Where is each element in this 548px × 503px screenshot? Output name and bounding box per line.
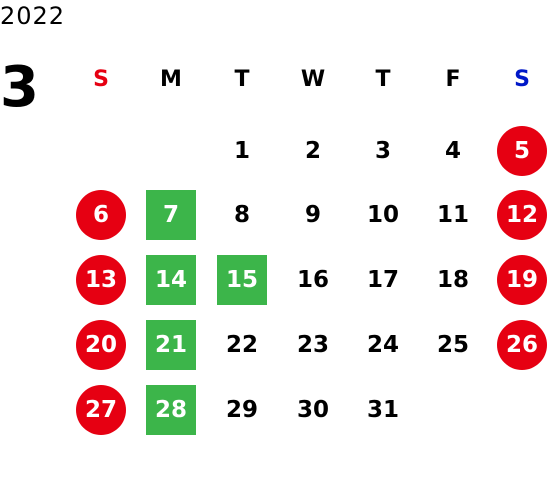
calendar-year: 2022 bbox=[0, 2, 66, 30]
day-23: 23 bbox=[296, 332, 329, 358]
holiday-circle-marker bbox=[76, 190, 126, 240]
day-16: 16 bbox=[296, 267, 329, 293]
day-28: 28 bbox=[154, 397, 187, 423]
day-29: 29 bbox=[225, 397, 258, 423]
day-31: 31 bbox=[366, 397, 399, 423]
day-19: 19 bbox=[505, 267, 538, 293]
day-5: 5 bbox=[513, 138, 530, 164]
day-20: 20 bbox=[84, 332, 117, 358]
day-11: 11 bbox=[436, 202, 469, 228]
holiday-circle-marker bbox=[497, 320, 547, 370]
day-21: 21 bbox=[154, 332, 187, 358]
weekday-label-saturday: S bbox=[514, 67, 530, 92]
day-2: 2 bbox=[304, 138, 321, 164]
day-15: 15 bbox=[225, 267, 258, 293]
weekday-label-thursday: T bbox=[375, 67, 391, 92]
holiday-circle-marker bbox=[76, 385, 126, 435]
day-25: 25 bbox=[436, 332, 469, 358]
day-27: 27 bbox=[84, 397, 117, 423]
day-12: 12 bbox=[505, 202, 538, 228]
holiday-circle-marker bbox=[497, 255, 547, 305]
day-6: 6 bbox=[92, 202, 109, 228]
day-4: 4 bbox=[444, 138, 461, 164]
weekday-label-wednesday: W bbox=[300, 67, 326, 92]
day-3: 3 bbox=[374, 138, 391, 164]
day-14: 14 bbox=[154, 267, 187, 293]
holiday-circle-marker bbox=[76, 255, 126, 305]
highlight-square-marker bbox=[146, 320, 196, 370]
highlight-square-marker bbox=[146, 190, 196, 240]
highlight-square-marker bbox=[146, 255, 196, 305]
highlight-square-marker bbox=[217, 255, 267, 305]
day-18: 18 bbox=[436, 267, 469, 293]
day-24: 24 bbox=[366, 332, 399, 358]
calendar-month: 3 bbox=[0, 55, 39, 120]
day-30: 30 bbox=[296, 397, 329, 423]
day-8: 8 bbox=[233, 202, 250, 228]
day-7: 7 bbox=[162, 202, 179, 228]
weekday-label-sunday: S bbox=[93, 67, 109, 92]
holiday-circle-marker bbox=[76, 320, 126, 370]
day-22: 22 bbox=[225, 332, 258, 358]
day-9: 9 bbox=[304, 202, 321, 228]
day-17: 17 bbox=[366, 267, 399, 293]
day-1: 1 bbox=[233, 138, 250, 164]
holiday-circle-marker bbox=[497, 190, 547, 240]
day-13: 13 bbox=[84, 267, 117, 293]
highlight-square-marker bbox=[146, 385, 196, 435]
weekday-label-friday: F bbox=[445, 67, 461, 92]
day-26: 26 bbox=[505, 332, 538, 358]
weekday-label-monday: M bbox=[160, 67, 182, 92]
holiday-circle-marker bbox=[497, 126, 547, 176]
day-10: 10 bbox=[366, 202, 399, 228]
weekday-label-tuesday: T bbox=[234, 67, 250, 92]
